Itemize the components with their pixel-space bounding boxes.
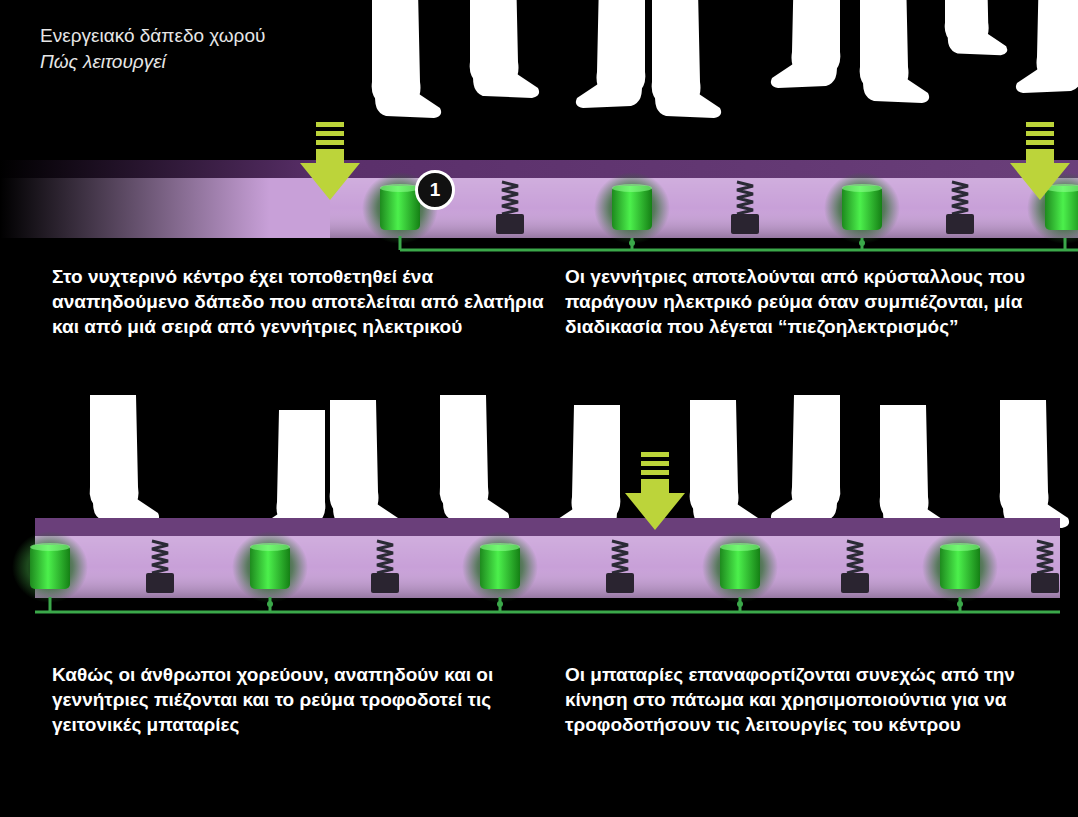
spring <box>606 541 634 593</box>
step-text: Καθώς οι άνθρωποι χορεύουν, αναπηδούν κα… <box>52 662 544 737</box>
spring <box>731 182 759 234</box>
floor-band-bottom <box>12 518 1060 612</box>
subtitle: Πώς λειτουργεί <box>40 50 166 74</box>
spring <box>146 541 174 593</box>
wire <box>400 236 1078 250</box>
generator <box>462 531 538 603</box>
generator <box>12 531 88 603</box>
callout-text: 1 <box>430 180 441 200</box>
press-arrow <box>1010 122 1070 200</box>
spring <box>371 541 399 593</box>
title: Ενεργειακό δάπεδο χωρού <box>40 24 265 48</box>
generator <box>594 172 670 244</box>
callout-number: 1 <box>415 170 455 210</box>
spring <box>841 541 869 593</box>
press-arrow <box>625 452 685 530</box>
press-arrow <box>300 122 360 200</box>
spring <box>1031 541 1059 593</box>
generator <box>232 531 308 603</box>
step-text: Στο νυχτερινό κέντρο έχει τοποθετηθεί έν… <box>52 264 544 339</box>
wire <box>35 597 1060 612</box>
step-text: Οι μπαταρίες επαναφορτίζονται συνεχώς απ… <box>565 662 1057 737</box>
spring <box>496 182 524 234</box>
step-text: Οι γεννήτριες αποτελούνται από κρύσταλλο… <box>565 264 1057 339</box>
dancers-top <box>372 0 1078 118</box>
generator <box>922 531 998 603</box>
generator <box>702 531 778 603</box>
dancers-bottom <box>90 395 1069 538</box>
generator <box>824 172 900 244</box>
floor-band-top <box>0 160 1078 250</box>
spring <box>946 182 974 234</box>
